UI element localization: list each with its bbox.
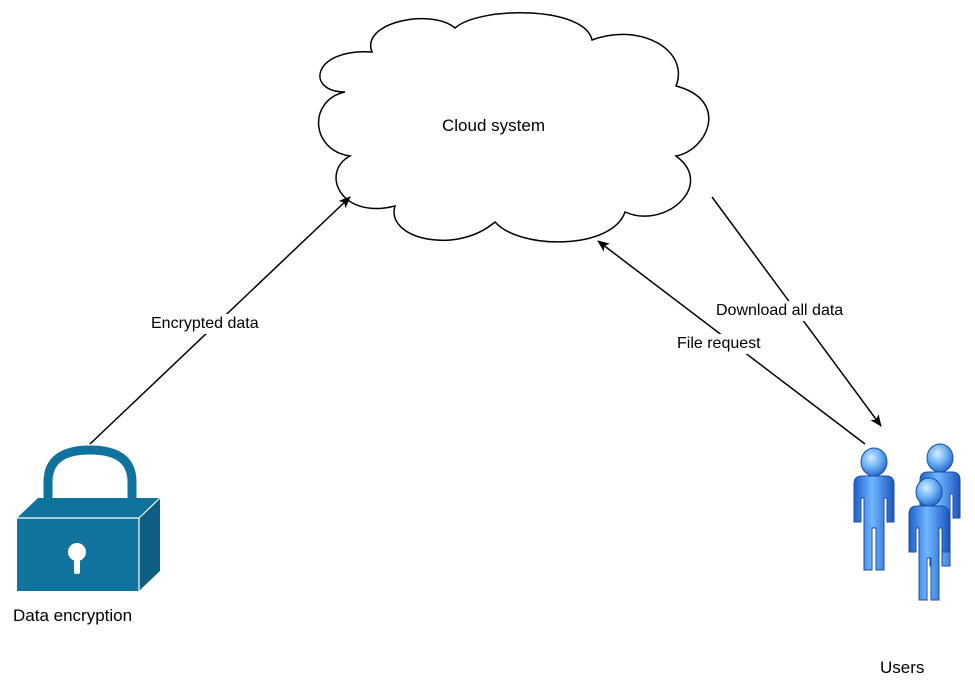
cloud-icon[interactable] [317,12,710,243]
edge-label-encrypted-data: Encrypted data [151,314,259,334]
edge-label-file-request: File request [677,334,761,354]
padlock-icon[interactable] [17,445,161,591]
cloud-label: Cloud system [442,116,545,135]
users-icon[interactable] [853,443,961,601]
encryption-label: Data encryption [13,606,133,626]
edge-label-download-all-data: Download all data [716,301,844,321]
users-label: Users [880,658,925,678]
